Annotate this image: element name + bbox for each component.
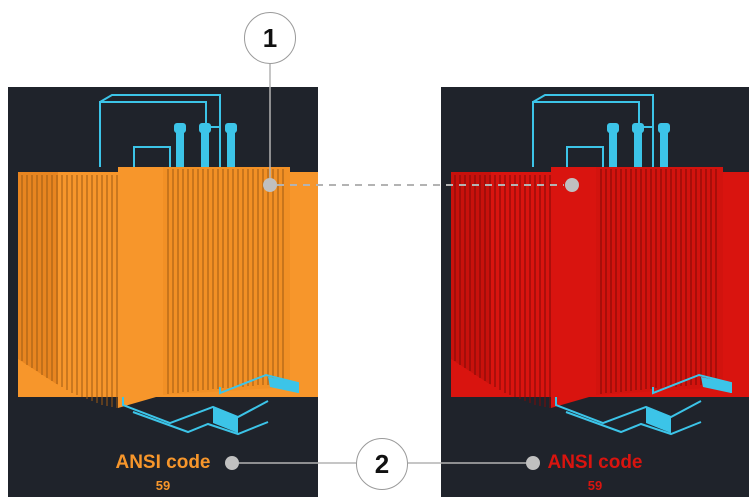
wire-frame bbox=[532, 94, 654, 177]
cooling-fins bbox=[21, 169, 284, 408]
ansi-code-label-left: ANSI code bbox=[115, 452, 211, 473]
bushings bbox=[174, 123, 237, 169]
red-transformer-illustration bbox=[451, 94, 749, 436]
callout-bubble-1: 1 bbox=[244, 12, 296, 64]
callout-bubble-2: 2 bbox=[356, 438, 408, 490]
wire-frame bbox=[99, 94, 221, 177]
left-transformer-panel: ANSI code 59 bbox=[8, 87, 318, 497]
orange-transformer-illustration bbox=[18, 94, 318, 436]
ansi-code-value-left: 59 bbox=[155, 478, 171, 493]
ansi-code-label-right: ANSI code bbox=[547, 452, 643, 473]
cooling-fins bbox=[454, 169, 717, 408]
bushings bbox=[607, 123, 670, 169]
ansi-code-value-right: 59 bbox=[587, 478, 603, 493]
right-transformer-panel: ANSI code 59 bbox=[441, 87, 749, 497]
